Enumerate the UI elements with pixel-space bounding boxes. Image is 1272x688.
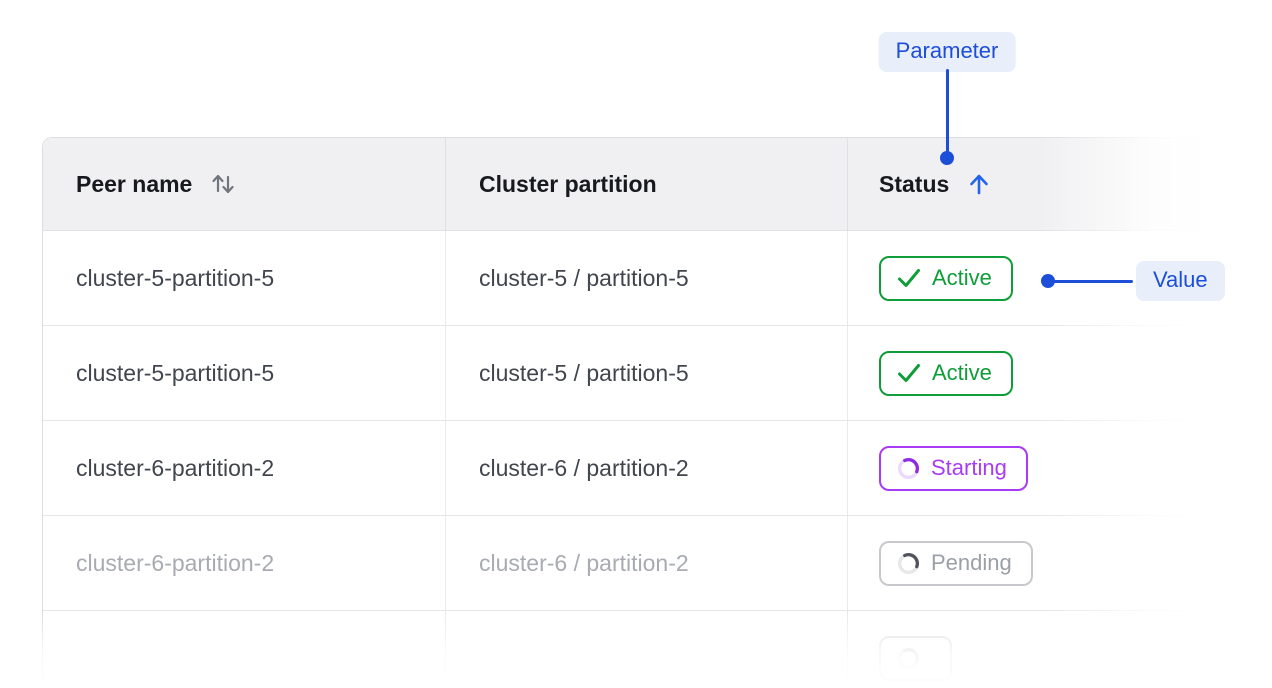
status-badge-label: Active [932,265,992,290]
cluster-partition-text: cluster-6 / partition-2 [479,549,689,576]
parameter-annotation-pill: Parameter [878,32,1016,72]
peer-name-cell [43,611,446,688]
status-badge: Pending [879,540,1033,586]
status-badge: Active [879,255,1013,301]
sort-both-icon[interactable] [208,169,238,199]
spinner-icon [897,457,920,479]
check-icon [898,269,920,287]
status-badge-label: Active [932,360,992,385]
status-badge [879,636,952,681]
peer-name-text: cluster-6-partition-2 [76,454,275,481]
peer-name-text: cluster-5-partition-5 [76,359,275,386]
cluster-partition-cell: cluster-5 / partition-5 [446,326,848,420]
status-cell: Active [848,231,1210,325]
column-label-peer-name: Peer name [76,170,193,197]
status-cell [848,611,1210,688]
status-cell: Pending [848,516,1210,610]
peer-name-text: cluster-6-partition-2 [76,549,275,576]
value-annotation-pill: Value [1136,261,1225,301]
status-badge: Starting [879,445,1028,491]
check-icon [898,364,920,382]
peer-name-cell: cluster-5-partition-5 [43,326,446,420]
cluster-partition-text: cluster-6 / partition-2 [479,454,689,481]
table-row[interactable] [43,611,1210,688]
column-label-status: Status [879,170,950,197]
table-row[interactable]: cluster-5-partition-5 cluster-5 / partit… [43,326,1210,421]
peer-name-text: cluster-5-partition-5 [76,264,275,291]
table-row[interactable]: cluster-5-partition-5 cluster-5 / partit… [43,231,1210,326]
cluster-partition-cell: cluster-6 / partition-2 [446,516,848,610]
status-badge-label: Starting [931,455,1007,480]
spinner-icon [897,647,920,670]
status-badge-label: Pending [931,550,1012,575]
table-row[interactable]: cluster-6-partition-2 cluster-6 / partit… [43,516,1210,611]
status-cell: Active [848,326,1210,420]
status-cell: Starting [848,421,1210,515]
status-badge: Active [879,350,1013,396]
peer-name-cell: cluster-6-partition-2 [43,421,446,515]
column-header-peer-name[interactable]: Peer name [43,138,446,230]
cluster-partition-text: cluster-5 / partition-5 [479,264,689,291]
cluster-partition-cell [446,611,848,688]
cluster-partition-text: cluster-5 / partition-5 [479,359,689,386]
column-header-cluster-partition[interactable]: Cluster partition [446,138,848,230]
table-row[interactable]: cluster-6-partition-2 cluster-6 / partit… [43,421,1210,516]
table-header-row: Peer name Cluster partition Status [43,138,1210,231]
cluster-partition-cell: cluster-5 / partition-5 [446,231,848,325]
parameter-connector-dot [940,151,954,165]
peer-name-cell: cluster-6-partition-2 [43,516,446,610]
table-body: cluster-5-partition-5 cluster-5 / partit… [43,231,1210,688]
value-connector-line [1052,279,1133,283]
spinner-icon [897,552,920,574]
parameter-connector-line [945,69,949,152]
column-header-status[interactable]: Status [848,138,1210,230]
peers-table: Peer name Cluster partition Status clust… [42,137,1210,688]
sort-ascending-icon[interactable] [965,170,993,198]
cluster-partition-cell: cluster-6 / partition-2 [446,421,848,515]
peer-name-cell: cluster-5-partition-5 [43,231,446,325]
column-label-cluster-partition: Cluster partition [479,170,657,197]
